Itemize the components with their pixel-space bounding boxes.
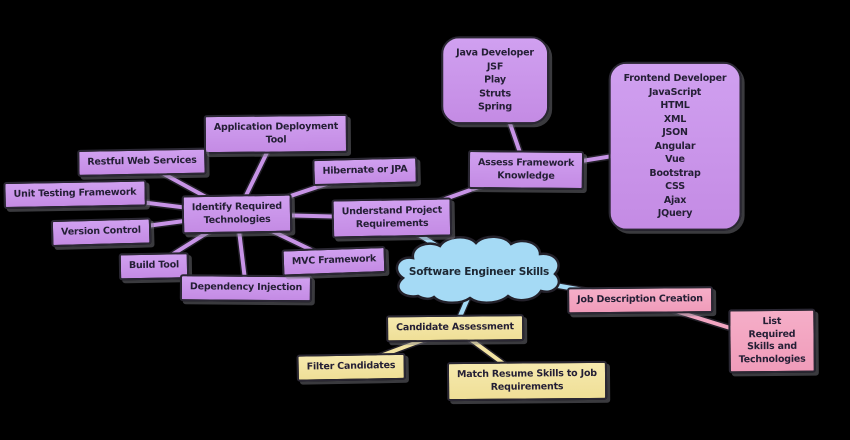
node-dependency-injection[interactable]: Dependency Injection: [179, 274, 313, 302]
node-candidate-assessment[interactable]: Candidate Assessment: [386, 314, 524, 342]
node-restful-web-services[interactable]: Restful Web Services: [77, 147, 207, 177]
node-build-tool[interactable]: Build Tool: [118, 252, 190, 280]
node-unit-testing-framework[interactable]: Unit Testing Framework: [3, 179, 147, 209]
node-understand-project-requirements[interactable]: Understand Project Requirements: [331, 197, 453, 239]
node-assess-framework-knowledge[interactable]: Assess Framework Knowledge: [467, 149, 585, 191]
root-cloud-shape[interactable]: [395, 235, 561, 304]
node-java-developer-frameworks[interactable]: Java Developer JSF Play Struts Spring: [441, 36, 549, 124]
node-list-required-skills[interactable]: List Required Skills and Technologies: [728, 308, 816, 374]
node-filter-candidates[interactable]: Filter Candidates: [296, 352, 406, 382]
node-application-deployment-tool[interactable]: Application Deployment Tool: [203, 113, 349, 155]
node-job-description-creation[interactable]: Job Description Creation: [567, 286, 713, 314]
node-mvc-framework[interactable]: MVC Framework: [281, 245, 387, 277]
node-identify-required-technologies[interactable]: Identify Required Technologies: [181, 193, 293, 235]
node-frontend-developer-technologies[interactable]: Frontend Developer JavaScript HTML XML J…: [608, 61, 742, 231]
node-hibernate-or-jpa[interactable]: Hibernate or JPA: [312, 156, 418, 186]
node-root[interactable]: Software Engineer Skills: [408, 266, 550, 278]
node-version-control[interactable]: Version Control: [50, 217, 152, 247]
node-match-resume-skills[interactable]: Match Resume Skills to Job Requirements: [446, 360, 608, 402]
